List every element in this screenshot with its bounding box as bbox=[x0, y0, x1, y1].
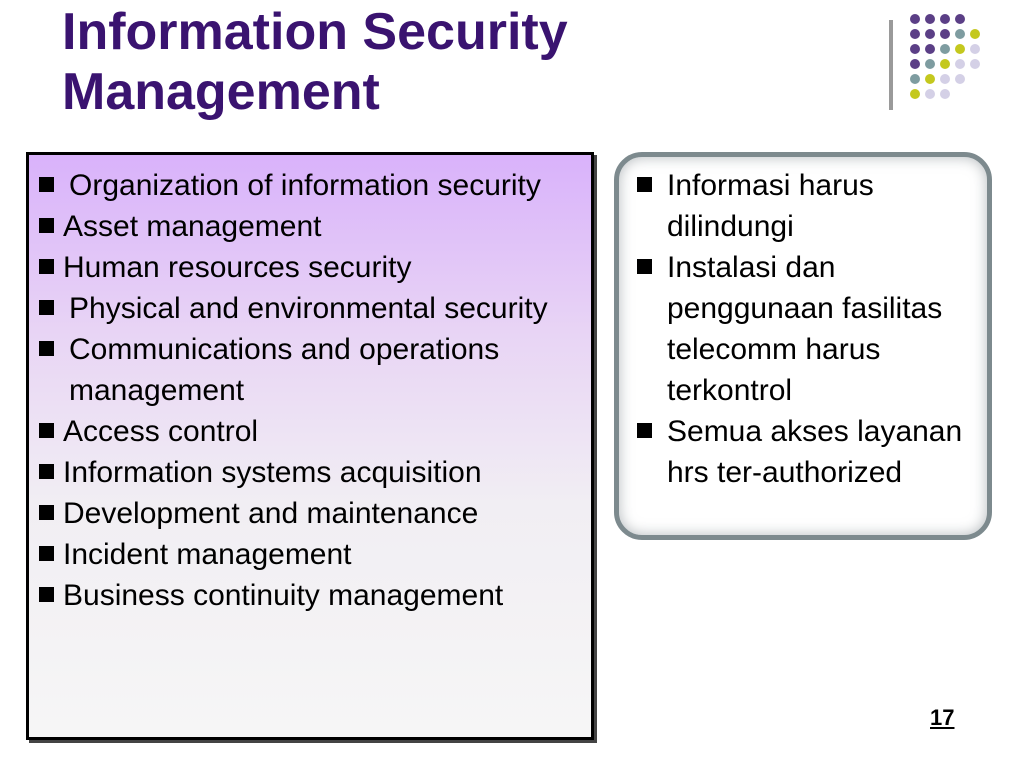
decorative-dot bbox=[940, 14, 950, 24]
requirements-box: Informasi harus dilindungi Instalasi dan… bbox=[614, 152, 992, 540]
square-bullet-icon bbox=[39, 341, 54, 356]
square-bullet-icon bbox=[39, 177, 54, 192]
iso-controls-list: Organization of information security Ass… bbox=[39, 165, 584, 616]
decorative-dot bbox=[910, 89, 920, 99]
decorative-dot bbox=[910, 14, 920, 24]
list-item: Access control bbox=[39, 411, 584, 452]
square-bullet-icon bbox=[39, 587, 54, 602]
square-bullet-icon bbox=[39, 423, 54, 438]
decorative-dot bbox=[970, 44, 980, 54]
decorative-dot bbox=[970, 59, 980, 69]
list-item: Semua akses layanan hrs ter-authorized bbox=[637, 411, 967, 493]
slide-title-line1: Information Security bbox=[62, 3, 568, 61]
square-bullet-icon bbox=[637, 177, 652, 192]
decorative-dot bbox=[925, 44, 935, 54]
list-item: Development and maintenance bbox=[39, 493, 584, 534]
list-item: Asset management bbox=[39, 206, 584, 247]
list-item: Instalasi dan penggunaan fasilitas telec… bbox=[637, 247, 967, 411]
list-item: Incident management bbox=[39, 534, 584, 575]
decorative-dot bbox=[970, 29, 980, 39]
square-bullet-icon bbox=[637, 423, 652, 438]
decorative-dot bbox=[925, 59, 935, 69]
decorative-dot bbox=[955, 59, 965, 69]
decorative-dot bbox=[925, 89, 935, 99]
decorative-dot bbox=[940, 44, 950, 54]
square-bullet-icon bbox=[637, 259, 652, 274]
decorative-dot bbox=[925, 74, 935, 84]
decorative-dot bbox=[925, 29, 935, 39]
requirements-list: Informasi harus dilindungi Instalasi dan… bbox=[637, 165, 967, 493]
page-number: 17 bbox=[930, 705, 955, 730]
decorative-dot bbox=[910, 44, 920, 54]
slide-title-line2: Management bbox=[62, 63, 380, 121]
list-item: Information systems acquisition bbox=[39, 452, 584, 493]
list-item: Human resources security bbox=[39, 247, 584, 288]
square-bullet-icon bbox=[39, 505, 54, 520]
decorative-dot bbox=[925, 14, 935, 24]
slide-title: Information Security Management bbox=[62, 2, 568, 122]
decorative-dot bbox=[940, 59, 950, 69]
decorative-dot bbox=[910, 59, 920, 69]
list-item: Communications and operations management bbox=[39, 329, 584, 411]
decorative-dot bbox=[955, 44, 965, 54]
decorative-dot-grid bbox=[910, 14, 990, 114]
iso-controls-box: Organization of information security Ass… bbox=[26, 152, 594, 740]
decorative-dot bbox=[910, 29, 920, 39]
decorative-dot bbox=[940, 29, 950, 39]
square-bullet-icon bbox=[39, 546, 54, 561]
square-bullet-icon bbox=[39, 259, 54, 274]
list-item: Physical and environmental security bbox=[39, 288, 584, 329]
decorative-dot bbox=[955, 14, 965, 24]
list-item: Organization of information security bbox=[39, 165, 584, 206]
list-item: Informasi harus dilindungi bbox=[637, 165, 967, 247]
decorative-dot bbox=[955, 74, 965, 84]
decorative-dot bbox=[940, 74, 950, 84]
square-bullet-icon bbox=[39, 300, 54, 315]
decorative-dot bbox=[940, 89, 950, 99]
decorative-dot bbox=[955, 29, 965, 39]
title-divider-line bbox=[889, 20, 893, 110]
list-item: Business continuity management bbox=[39, 575, 584, 616]
square-bullet-icon bbox=[39, 218, 54, 233]
square-bullet-icon bbox=[39, 464, 54, 479]
decorative-dot bbox=[910, 74, 920, 84]
